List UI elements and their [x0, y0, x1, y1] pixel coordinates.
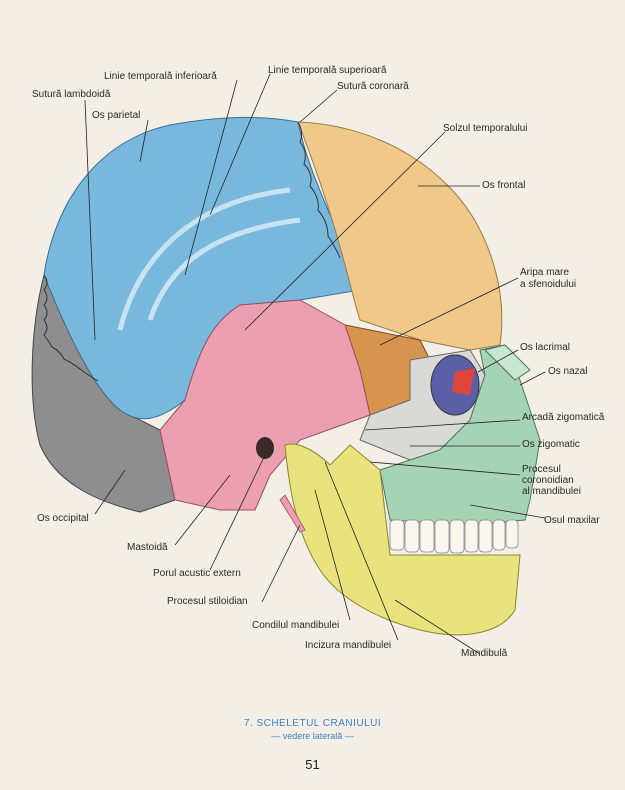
label-osul-maxilar: Osul maxilar	[544, 515, 600, 526]
frontal-bone	[297, 121, 503, 351]
label-procesul: Procesul	[522, 464, 561, 475]
label-aripa-mare: Aripa mare	[520, 267, 569, 278]
label-sutura-lambdoida: Sutură lambdoidă	[32, 89, 111, 100]
coronal-suture	[297, 121, 341, 259]
label-al-mandibulei: al mandibulei	[522, 486, 581, 497]
label-coronoidian: coronoidian	[522, 475, 574, 486]
label-incizura-mandibulei: Incizura mandibulei	[305, 640, 392, 651]
temporal-lines	[117, 187, 301, 331]
acoustic-meatus	[256, 437, 274, 459]
lacrimal-bone	[452, 368, 475, 395]
label-os-lacrimal: Os lacrimal	[520, 342, 571, 353]
label-mastoida: Mastoidă	[127, 542, 168, 553]
label-linie-temporala-inferioara: Linie temporală inferioară	[104, 71, 217, 82]
label-condilul-mandibulei: Condilul mandibulei	[252, 620, 340, 631]
label-os-zigomatic: Os zigomatic	[522, 439, 580, 450]
label-os-nazal: Os nazal	[548, 366, 588, 377]
label-solzul-temporalului: Solzul temporalului	[443, 123, 528, 134]
page-number: 51	[305, 757, 320, 772]
label-sutura-coronara: Sutură coronară	[337, 81, 409, 92]
label-porul-acustic-extern: Porul acustic extern	[153, 568, 241, 579]
leader-lines	[84, 73, 546, 655]
temporal-bone	[159, 299, 371, 511]
label-mandibula: Mandibulă	[461, 648, 508, 659]
nasal-bone	[484, 344, 531, 381]
label-os-parietal: Os parietal	[92, 110, 141, 121]
styloid-process	[279, 494, 306, 533]
teeth	[389, 519, 519, 554]
figure-caption-title: 7. SCHELETUL CRANIULUI	[243, 718, 382, 729]
figure-caption-subtitle: — vedere laterală —	[271, 731, 354, 741]
label-os-occipital: Os occipital	[37, 513, 89, 524]
lambdoid-suture	[43, 274, 99, 382]
label-linie-temporala-superioara: Linie temporală superioară	[268, 65, 387, 76]
label-procesul-stiloidian: Procesul stiloidian	[167, 596, 248, 607]
mandible-bone	[284, 443, 521, 636]
label-arcada-zigomatica: Arcadă zigomatică	[522, 412, 605, 423]
label-a-sfenoidului: a sfenoidului	[520, 279, 577, 290]
label-os-frontal: Os frontal	[482, 180, 526, 191]
